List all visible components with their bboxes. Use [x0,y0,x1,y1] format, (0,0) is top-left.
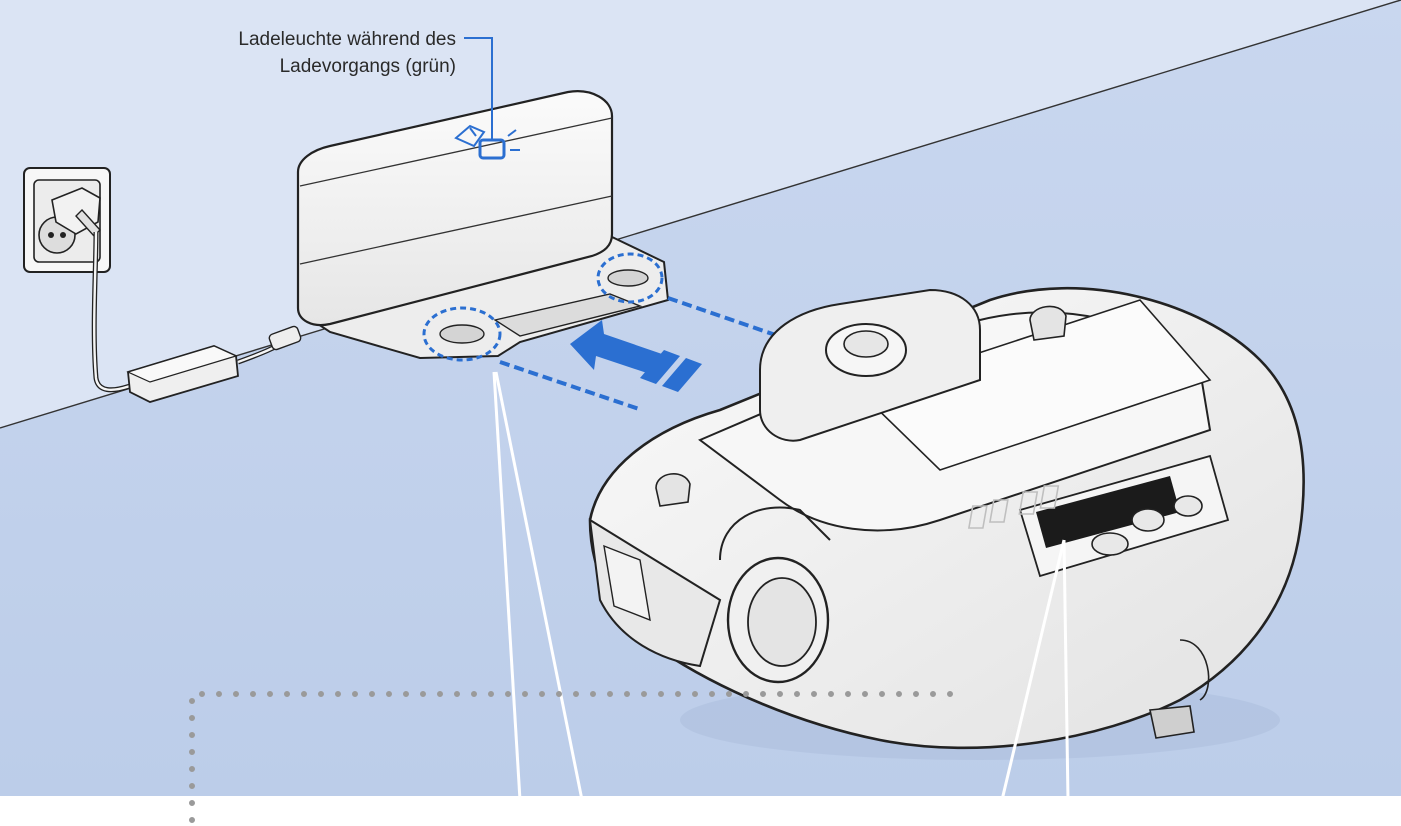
callout-leader [464,37,493,140]
zoom-lines [492,371,1070,801]
docking-arrow-icon [570,320,702,392]
dotted-frame [189,691,953,826]
callout-line-2: Ladevorgangs (grün) [279,56,456,77]
charging-dock [296,90,670,362]
bottom-band [0,796,1401,826]
display-digits [967,485,1060,529]
guide-lines [499,296,791,412]
charging-light-callout: Ladeleuchte während des Ladevorgangs (gr… [150,26,456,80]
power-adapter [91,231,302,403]
callout-line-1: Ladeleuchte während des [238,29,456,50]
robot-vacuum [588,286,1305,760]
wall-socket-icon [23,167,111,273]
